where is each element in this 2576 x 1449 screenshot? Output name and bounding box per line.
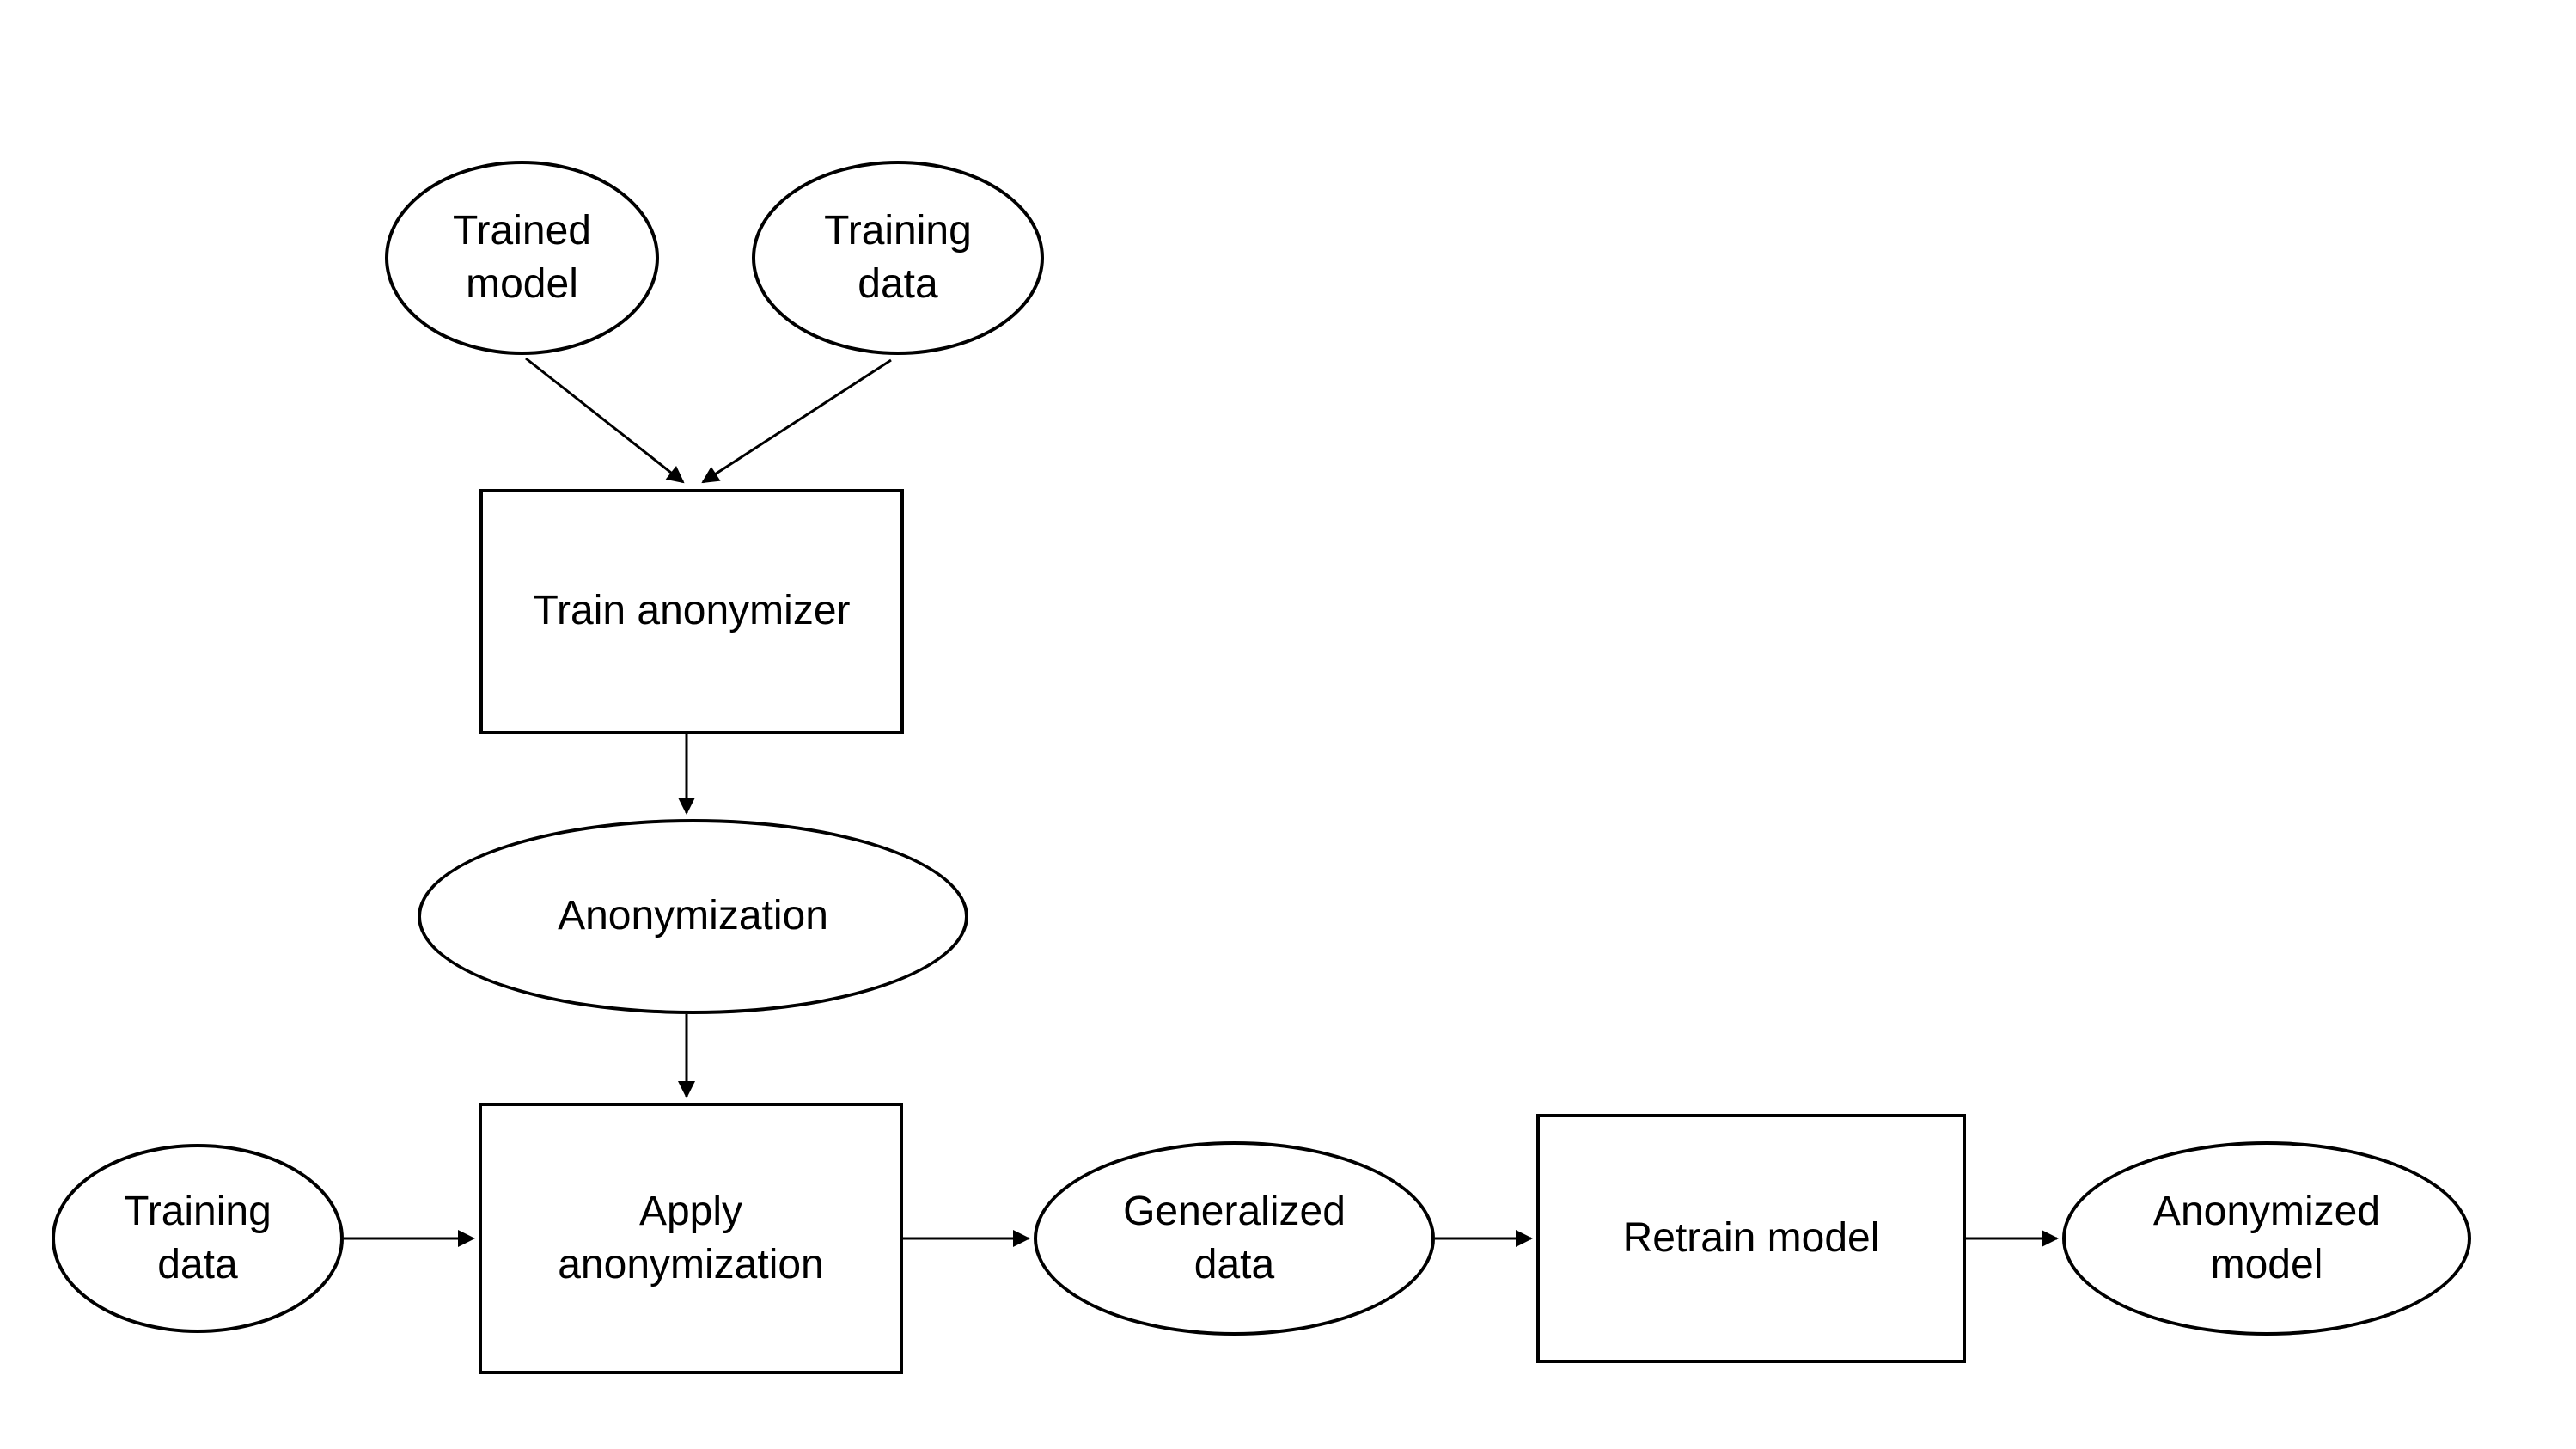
node-trained-model: Trained model — [385, 161, 659, 355]
edge-trained-model-to-train-anonymizer — [525, 357, 685, 484]
node-anonymized-model-label: Anonymized model — [2152, 1188, 2381, 1287]
node-anonymization: Anonymization — [418, 819, 968, 1014]
node-generalized-data: Generalized data — [1034, 1141, 1435, 1336]
node-training-data-bottom-label: Training data — [124, 1188, 272, 1287]
node-retrain-model: Retrain model — [1536, 1114, 1966, 1363]
node-retrain-model-label: Retrain model — [1622, 1214, 1880, 1261]
node-anonymization-label: Anonymization — [558, 893, 828, 939]
edge-training-data-top-to-train-anonymizer — [701, 358, 892, 484]
node-training-data-top-label: Training data — [824, 207, 972, 307]
node-training-data-bottom: Training data — [52, 1144, 344, 1333]
node-anonymized-model: Anonymized model — [2062, 1141, 2471, 1336]
node-apply-anonymization: Apply anonymization — [479, 1103, 903, 1374]
node-train-anonymizer: Train anonymizer — [479, 489, 904, 734]
node-training-data-top: Training data — [752, 161, 1044, 355]
node-train-anonymizer-label: Train anonymizer — [533, 588, 851, 634]
node-apply-anonymization-label: Apply anonymization — [558, 1188, 824, 1287]
node-generalized-data-label: Generalized data — [1123, 1188, 1346, 1287]
node-trained-model-label: Trained model — [453, 207, 591, 307]
